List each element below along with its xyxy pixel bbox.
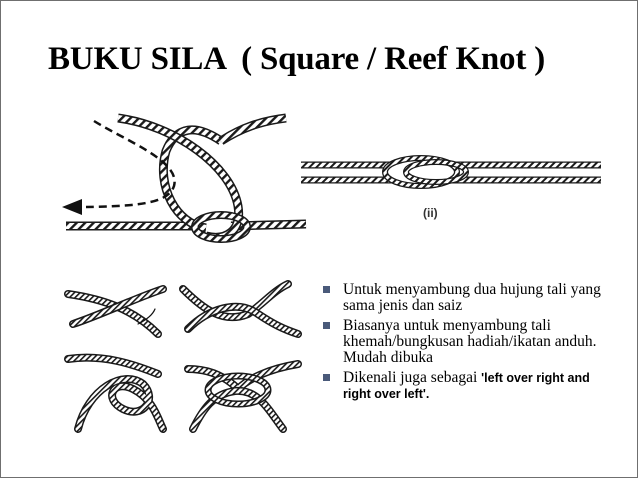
- figure-label-ii: (ii): [423, 206, 438, 220]
- square-bullet-icon: [323, 322, 330, 329]
- reef-knot-step-sequence: [64, 280, 302, 433]
- finished-reef-knot-illustration: [301, 155, 601, 189]
- bullet-item: Untuk menyambung dua hujung tali yang sa…: [321, 282, 611, 314]
- bullet-text: Untuk menyambung dua hujung tali yang sa…: [343, 281, 601, 314]
- bullet-highlight-text: 'left over right and right over left'.: [343, 371, 590, 401]
- slide-title: BUKU SILA ( Square / Reef Knot ): [48, 41, 545, 77]
- bullet-item: Biasanya untuk menyambung tali khemah/bu…: [321, 318, 611, 366]
- square-bullet-icon: [323, 286, 330, 293]
- bullet-list: Untuk menyambung dua hujung tali yang sa…: [321, 282, 611, 406]
- bullet-text: Dikenali juga sebagai: [343, 369, 482, 386]
- bullet-text: Biasanya untuk menyambung tali khemah/bu…: [343, 317, 597, 366]
- bullet-item: Dikenali juga sebagai 'left over right a…: [321, 370, 611, 402]
- reef-knot-tying-illustration: [62, 113, 307, 243]
- square-bullet-icon: [323, 374, 330, 381]
